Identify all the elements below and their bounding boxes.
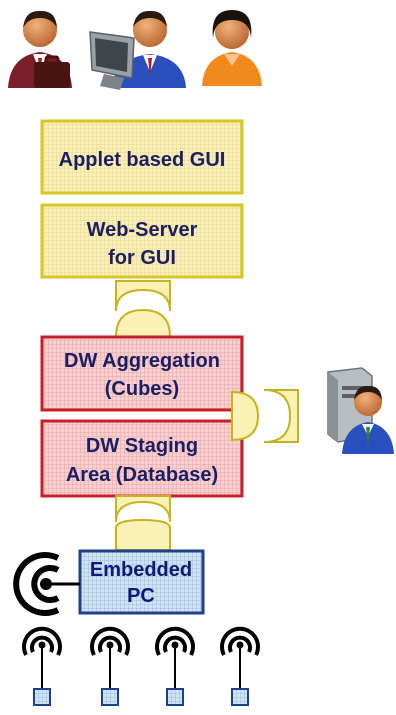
embedded-pc-label-line1: Embedded	[90, 559, 192, 581]
web-server-block: Web-Server for GUI	[40, 203, 244, 279]
woman-user-icon	[202, 10, 262, 86]
dw-aggregation-label-line1: DW Aggregation	[64, 350, 220, 372]
socket-connector	[114, 280, 172, 338]
user-at-computer-icon	[89, 10, 186, 90]
wireless-sensor-icon	[90, 626, 130, 706]
dw-aggregation-block: DW Aggregation (Cubes)	[40, 335, 244, 412]
wireless-sensor-icon	[155, 626, 195, 706]
businessman-briefcase-icon	[8, 10, 72, 88]
bottom-socket-connector	[115, 495, 171, 551]
embedded-pc-label-line2: PC	[127, 585, 155, 607]
receiver-antenna-icon	[13, 552, 80, 616]
side-socket-connector	[231, 389, 299, 443]
dw-staging-label-line2: Area (Database)	[66, 464, 218, 486]
sensor-row	[22, 626, 260, 706]
web-server-label-line1: Web-Server	[87, 219, 198, 241]
dw-staging-block: DW Staging Area (Database)	[40, 419, 244, 498]
applet-gui-label: Applet based GUI	[59, 149, 226, 171]
embedded-pc-block: Embedded PC	[78, 549, 205, 615]
applet-gui-block: Applet based GUI	[40, 119, 244, 195]
dw-aggregation-label-line2: (Cubes)	[105, 378, 179, 400]
dw-staging-label-line1: DW Staging	[86, 435, 198, 457]
wireless-sensor-icon	[220, 626, 260, 706]
wireless-sensor-icon	[22, 626, 62, 706]
web-server-label-line2: for GUI	[108, 247, 176, 269]
server-with-user-icon	[327, 367, 394, 454]
